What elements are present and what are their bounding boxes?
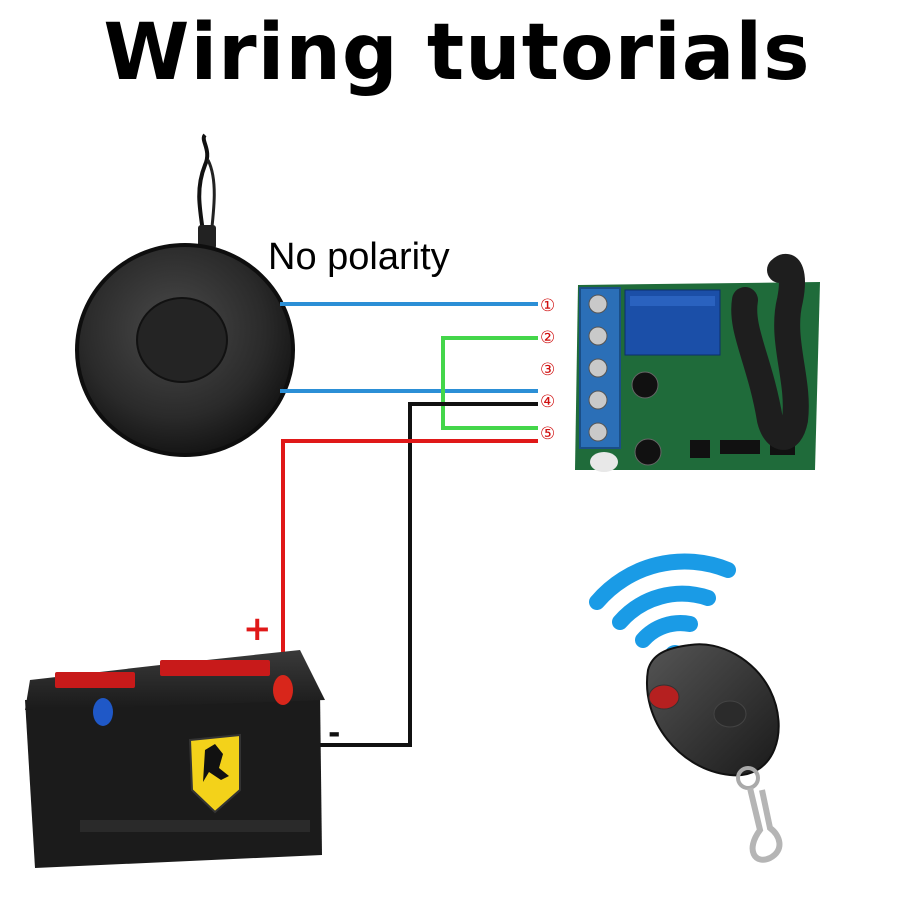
battery-positive-sign: + [243, 609, 272, 649]
green-wire [441, 336, 538, 430]
red-wire [281, 439, 538, 675]
terminal-5-label: ⑤ [540, 424, 555, 444]
terminal-3-label: ③ [540, 360, 555, 380]
car-battery-icon [25, 650, 325, 868]
no-polarity-label: No polarity [268, 236, 450, 278]
terminal-screws [588, 294, 608, 442]
wires [280, 302, 538, 747]
terminal-1-label: ① [540, 296, 555, 316]
terminal-2-label: ② [540, 328, 555, 348]
relay-receiver-board [575, 253, 820, 472]
black-wire [315, 402, 538, 747]
electromagnet-icon [75, 133, 295, 457]
terminal-4-label: ④ [540, 392, 555, 412]
battery-negative-sign: - [328, 716, 340, 751]
page-title: Wiring tutorials [103, 8, 811, 98]
remote-control-fob-icon [645, 643, 783, 863]
